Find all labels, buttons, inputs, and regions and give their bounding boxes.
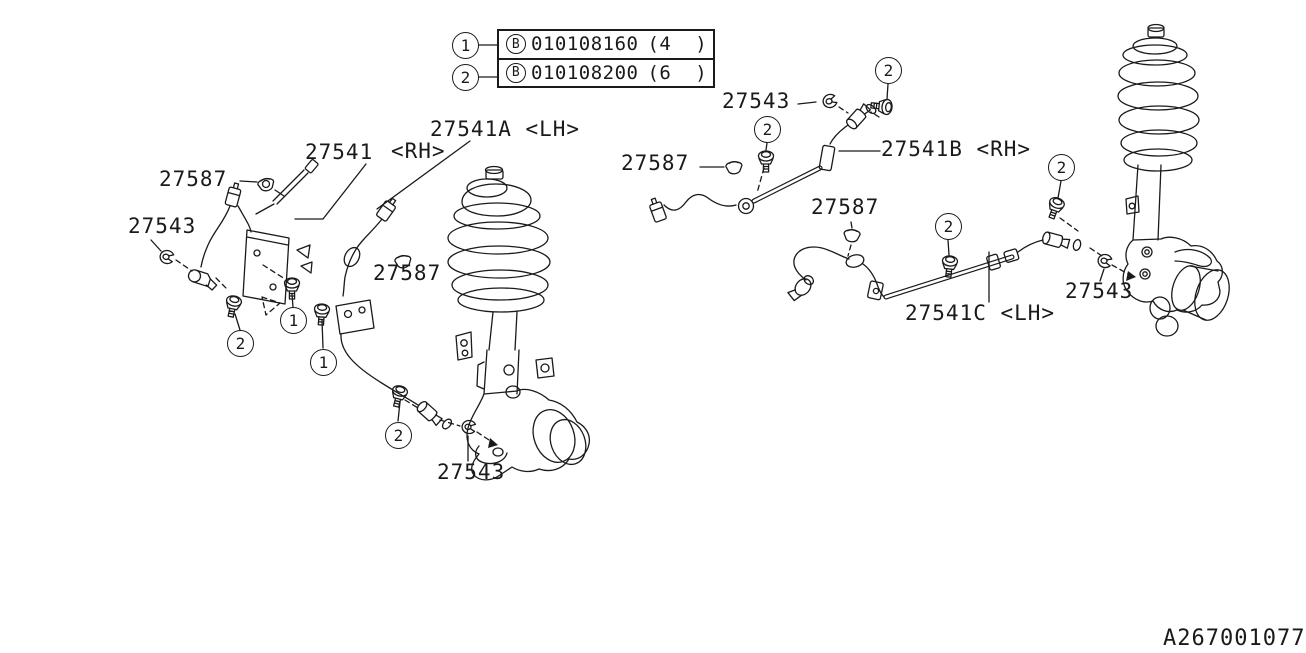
fastener-icons [158,92,1114,435]
callout-2[interactable]: 2 [1048,154,1075,181]
clip-icon [820,92,839,110]
callout-2[interactable]: 2 [935,213,962,240]
callout-1[interactable]: 1 [280,307,307,334]
callout-2[interactable]: 2 [754,116,781,143]
part-label-27587[interactable]: 27587 [621,151,690,175]
arrow-marker [1126,271,1136,281]
arrow-marker [488,438,498,448]
legend-part-number[interactable]: 010108200 [531,61,639,84]
grommet-icon [842,228,862,243]
circled-b-icon: B [506,34,526,55]
connector-icon [224,181,244,208]
part-label-27541a-lh[interactable]: 27541A <LH> [430,117,581,141]
connector-icon [375,195,400,223]
abs-harness-front-rh [185,159,318,304]
wheel-speed-sensor-icon [844,102,873,132]
legend-row-1: B 010108160 (4 ) [499,31,713,58]
connector-icon [787,272,817,304]
callout-1[interactable]: 1 [310,349,337,376]
bolt-icon [388,383,410,409]
part-label-27543[interactable]: 27543 [437,460,506,484]
hardware-legend: B 010108160 (4 ) B 010108200 (6 ) [497,29,715,88]
wheel-speed-sensor-icon [1040,230,1071,251]
front-strut-assembly [448,167,592,480]
callout-2[interactable]: 2 [875,57,902,84]
callout-2[interactable]: 2 [385,422,412,449]
callout-2[interactable]: 2 [452,64,479,91]
part-label-27587[interactable]: 27587 [373,261,442,285]
abs-harness-rear-rh [646,102,878,224]
wheel-speed-sensor-icon [185,267,220,292]
leader-lines [151,45,1104,461]
part-label-27543[interactable]: 27543 [722,89,791,113]
part-label-27541b-rh[interactable]: 27541B <RH> [881,137,1032,161]
abs-harness-front-lh [336,195,453,430]
harness-clip-icon [737,197,755,215]
legend-part-number[interactable]: 010108160 [531,33,639,56]
callout-2[interactable]: 2 [227,330,254,357]
grommet-icon [724,160,744,175]
abs-harness-rear-lh [787,230,1082,304]
grommet-icon [256,176,276,193]
rear-strut-assembly [1118,25,1235,337]
legend-quantity: (4 ) [647,33,708,56]
bolt-icon [222,293,244,319]
assembly-dashed-lines [176,107,1130,442]
part-label-27587[interactable]: 27587 [811,195,880,219]
bolt-icon [1043,195,1067,222]
circled-b-icon: B [506,62,526,83]
bolt-icon [757,150,775,173]
wheel-speed-sensor-icon [414,399,444,428]
part-label-27543[interactable]: 27543 [128,214,197,238]
callout-1[interactable]: 1 [452,32,479,59]
connector-icon [646,196,668,224]
bolt-icon [869,97,894,116]
clip-icon [1096,252,1114,270]
part-label-27543[interactable]: 27543 [1065,279,1134,303]
legend-quantity: (6 ) [647,61,708,84]
part-label-27587[interactable]: 27587 [159,167,228,191]
legend-row-2: B 010108200 (6 ) [499,57,713,87]
part-label-rh-marker: <RH> [391,139,446,163]
diagram-code: A267001077 [1163,626,1306,651]
part-label-27541[interactable]: 27541 [305,140,374,164]
part-label-27541c-lh[interactable]: 27541C <LH> [905,301,1056,325]
